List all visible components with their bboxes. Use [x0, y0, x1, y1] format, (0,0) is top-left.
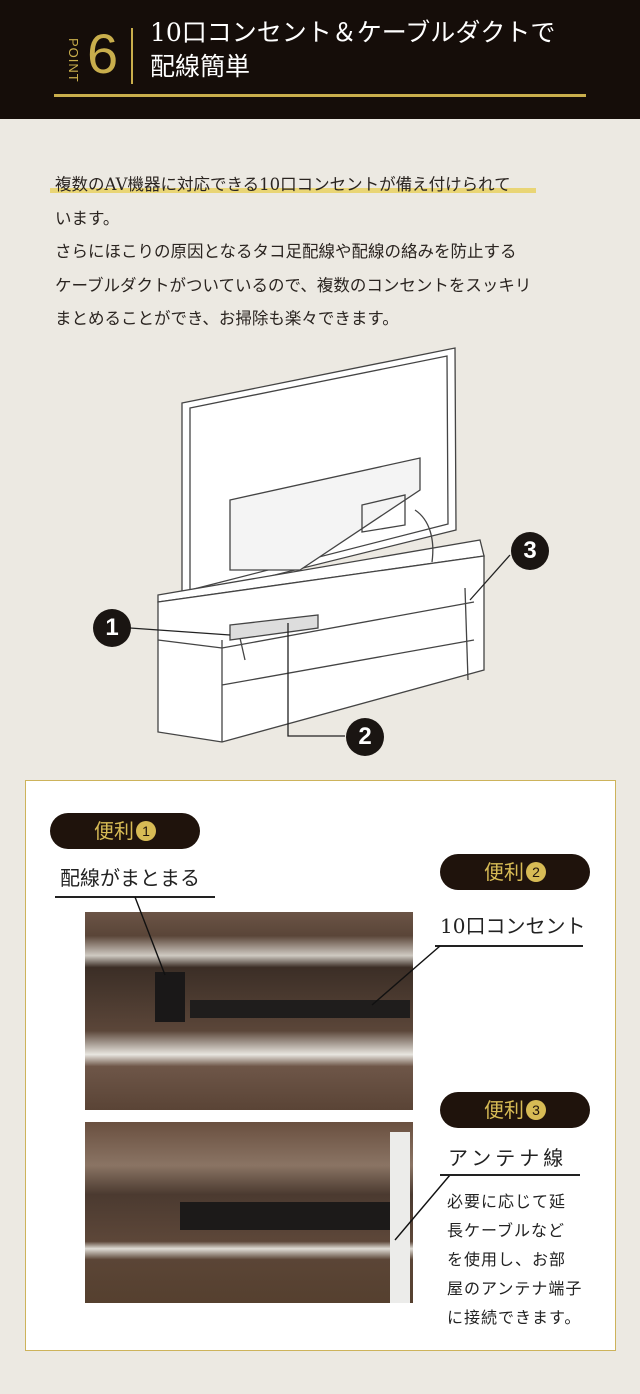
divider: [131, 28, 133, 84]
intro-line: 複数のAV機器に対応できる10口コンセントが備え付けられて: [55, 175, 511, 194]
title-line: 配線簡単: [150, 52, 251, 81]
title-line: 10口コンセント＆ケーブルダクトで: [150, 18, 556, 47]
intro-line: います。: [55, 208, 120, 228]
point-label: POINT: [66, 38, 81, 83]
feature-label-1: 配線がまとまる: [60, 866, 200, 890]
intro-line: さらにほこりの原因となるタコ足配線や配線の絡みを防止する: [55, 242, 517, 261]
marker-1: 1: [93, 609, 131, 647]
point-number: 6: [87, 22, 119, 85]
cable-duct: [180, 1202, 395, 1230]
feature-label-3: アンテナ線: [448, 1146, 568, 1170]
intro-text: 複数のAV機器に対応できる10口コンセントが備え付けられて います。 さらにほこ…: [55, 168, 595, 336]
wiring-photo-1: [85, 912, 413, 1110]
desc-line: 屋のアンテナ端子: [447, 1279, 583, 1298]
desc-line: に接続できます。: [447, 1308, 582, 1327]
power-strip: [190, 1000, 410, 1018]
marker-3: 3: [511, 532, 549, 570]
text-highlight: [50, 188, 536, 193]
desc-line: を使用し、お部: [447, 1250, 567, 1269]
underline: [440, 1174, 580, 1176]
desc-line: 必要に応じて延: [447, 1192, 567, 1211]
gold-rule: [54, 94, 586, 97]
marker-2: 2: [346, 718, 384, 756]
wiring-photo-2: [85, 1122, 413, 1303]
desc-line: 長ケーブルなど: [447, 1221, 566, 1240]
underline: [435, 945, 583, 947]
intro-line: ケーブルダクトがついているので、複数のコンセントをスッキリ: [55, 275, 532, 295]
feature-label-2: 10口コンセント: [440, 914, 586, 938]
antenna-description: 必要に応じて延 長ケーブルなど を使用し、お部 屋のアンテナ端子 に接続できます…: [447, 1187, 592, 1332]
intro-line: まとめることができ、お掃除も楽々できます。: [55, 309, 399, 328]
outlet-box: [155, 972, 185, 1022]
header-banner: [0, 0, 640, 119]
tv-board-illustration: [129, 347, 511, 743]
board-frame: [390, 1132, 410, 1303]
page-title: 10口コンセント＆ケーブルダクトで 配線簡単: [150, 16, 555, 84]
